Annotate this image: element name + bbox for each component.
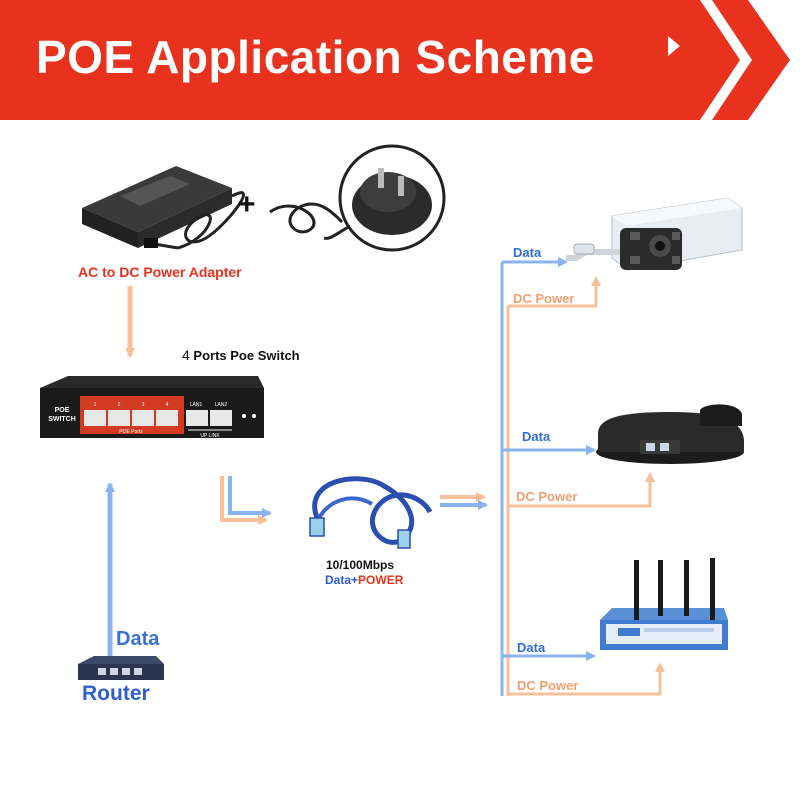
port-number: 2 bbox=[118, 402, 121, 408]
ap-power-arrow bbox=[508, 662, 665, 696]
power-cord-icon bbox=[269, 144, 446, 252]
power-adapter-icon bbox=[82, 166, 245, 250]
title-banner bbox=[0, 0, 800, 120]
uplink-label: UP LINK bbox=[200, 433, 220, 439]
wireless-router-icon bbox=[600, 558, 728, 650]
router-data-label: Data bbox=[116, 628, 160, 650]
poe-ports-label: POE Ports bbox=[119, 429, 143, 435]
lan2-label: LAN2 bbox=[215, 402, 228, 408]
switch-label: 4 Ports Poe Switch bbox=[182, 347, 300, 363]
camera-power-arrow bbox=[508, 276, 601, 308]
switch-to-cable-power-arrow bbox=[220, 476, 268, 525]
ap-data-label: Data bbox=[517, 640, 546, 655]
cable-data-power-label: Data+POWER bbox=[325, 573, 403, 587]
ap-dc-power-label: DC Power bbox=[517, 678, 579, 693]
switch-brand-line2: SWITCH bbox=[48, 416, 76, 423]
phone-data-label: Data bbox=[522, 429, 551, 444]
port-number: 4 bbox=[166, 402, 169, 408]
plus-sign: + bbox=[238, 188, 256, 221]
switch-to-cable-data-arrow bbox=[228, 476, 272, 518]
network-cable-icon bbox=[309, 476, 433, 549]
phone-dc-power-label: DC Power bbox=[516, 489, 578, 504]
phone-power-arrow bbox=[508, 472, 655, 508]
cable-power-text: POWER bbox=[358, 573, 404, 587]
poe-switch-icon: POE SWITCH 1 2 3 4 POE Ports LAN1 LAN2 U… bbox=[40, 376, 264, 439]
port-number: 1 bbox=[94, 402, 97, 408]
camera-dc-power-label: DC Power bbox=[513, 291, 575, 306]
adapter-label: AC to DC Power Adapter bbox=[78, 264, 242, 280]
router-label: Router bbox=[82, 682, 150, 705]
banner-red-band bbox=[0, 0, 740, 120]
page-title: POE Application Scheme bbox=[36, 31, 595, 83]
switch-label-text: Ports Poe Switch bbox=[193, 348, 300, 363]
cable-data-text: Data+ bbox=[325, 573, 359, 587]
switch-brand-line1: POE bbox=[55, 407, 70, 414]
banner-small-arrow-icon bbox=[668, 36, 680, 56]
ip-camera-icon bbox=[566, 197, 743, 271]
switch-port-count: 4 bbox=[182, 347, 190, 363]
port-number: 3 bbox=[142, 402, 145, 408]
cable-speed-label: 10/100Mbps bbox=[326, 558, 395, 572]
lan1-label: LAN1 bbox=[190, 402, 203, 408]
banner-chevron bbox=[712, 0, 790, 120]
router-icon bbox=[78, 656, 164, 680]
ip-phone-icon bbox=[596, 404, 744, 464]
camera-data-label: Data bbox=[513, 245, 542, 260]
